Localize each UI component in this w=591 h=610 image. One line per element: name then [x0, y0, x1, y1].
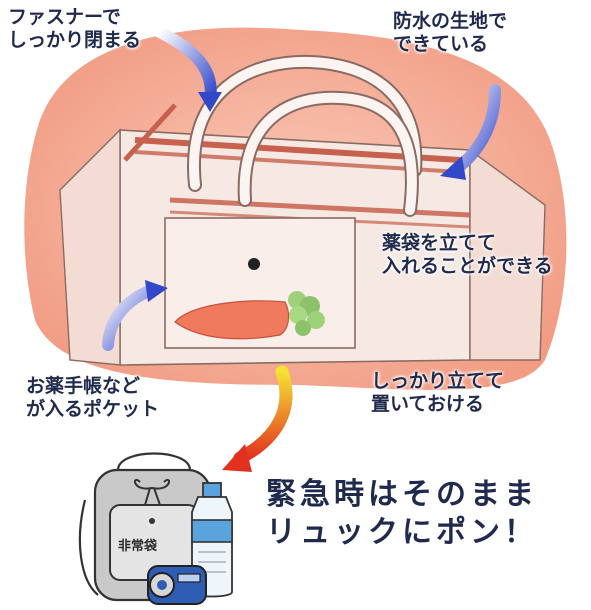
- zipper-callout: ファスナーで しっかり閉まる: [8, 6, 141, 52]
- zipper-callout-line1: ファスナーで: [8, 6, 121, 28]
- gradient-arrow-icon: [222, 365, 293, 472]
- blue-arrow-icon: [154, 26, 222, 112]
- stand-callout-line1: しっかり立てて: [371, 370, 505, 392]
- medicine-bag-callout: 薬袋を立てて 入れることができる: [382, 232, 553, 278]
- stand-callout: しっかり立てて 置いておける: [371, 370, 504, 416]
- blue-arrow-icon: [102, 280, 168, 351]
- radio-icon: [147, 565, 207, 605]
- backpack-label: 非常袋: [118, 539, 158, 554]
- stand-callout-line2: 置いておける: [371, 393, 484, 415]
- bag: [59, 54, 546, 366]
- medicine-bag-callout-line2: 入れることができる: [382, 255, 553, 277]
- waterproof-callout-line1: 防水の生地で: [393, 10, 508, 32]
- emergency-caption-line2: リュックにポン！: [266, 515, 538, 550]
- blue-arrow-icon: [440, 84, 501, 180]
- emergency-caption: 緊急時はそのまま リュックにポン！: [266, 476, 538, 552]
- emergency-caption-line1: 緊急時はそのまま: [266, 477, 538, 512]
- waterproof-callout: 防水の生地で できている: [393, 10, 507, 56]
- carrot-icon: [174, 291, 325, 340]
- waterproof-callout-line2: できている: [393, 33, 489, 55]
- pocket-callout-line1: お薬手帳など: [26, 375, 141, 397]
- zipper-callout-line2: しっかり閉まる: [8, 29, 142, 51]
- button-snap-icon: [248, 258, 260, 270]
- pocket-callout-line2: が入るポケット: [26, 398, 160, 420]
- pocket-callout: お薬手帳など が入るポケット: [26, 375, 159, 421]
- medicine-bag-callout-line1: 薬袋を立てて: [382, 232, 497, 254]
